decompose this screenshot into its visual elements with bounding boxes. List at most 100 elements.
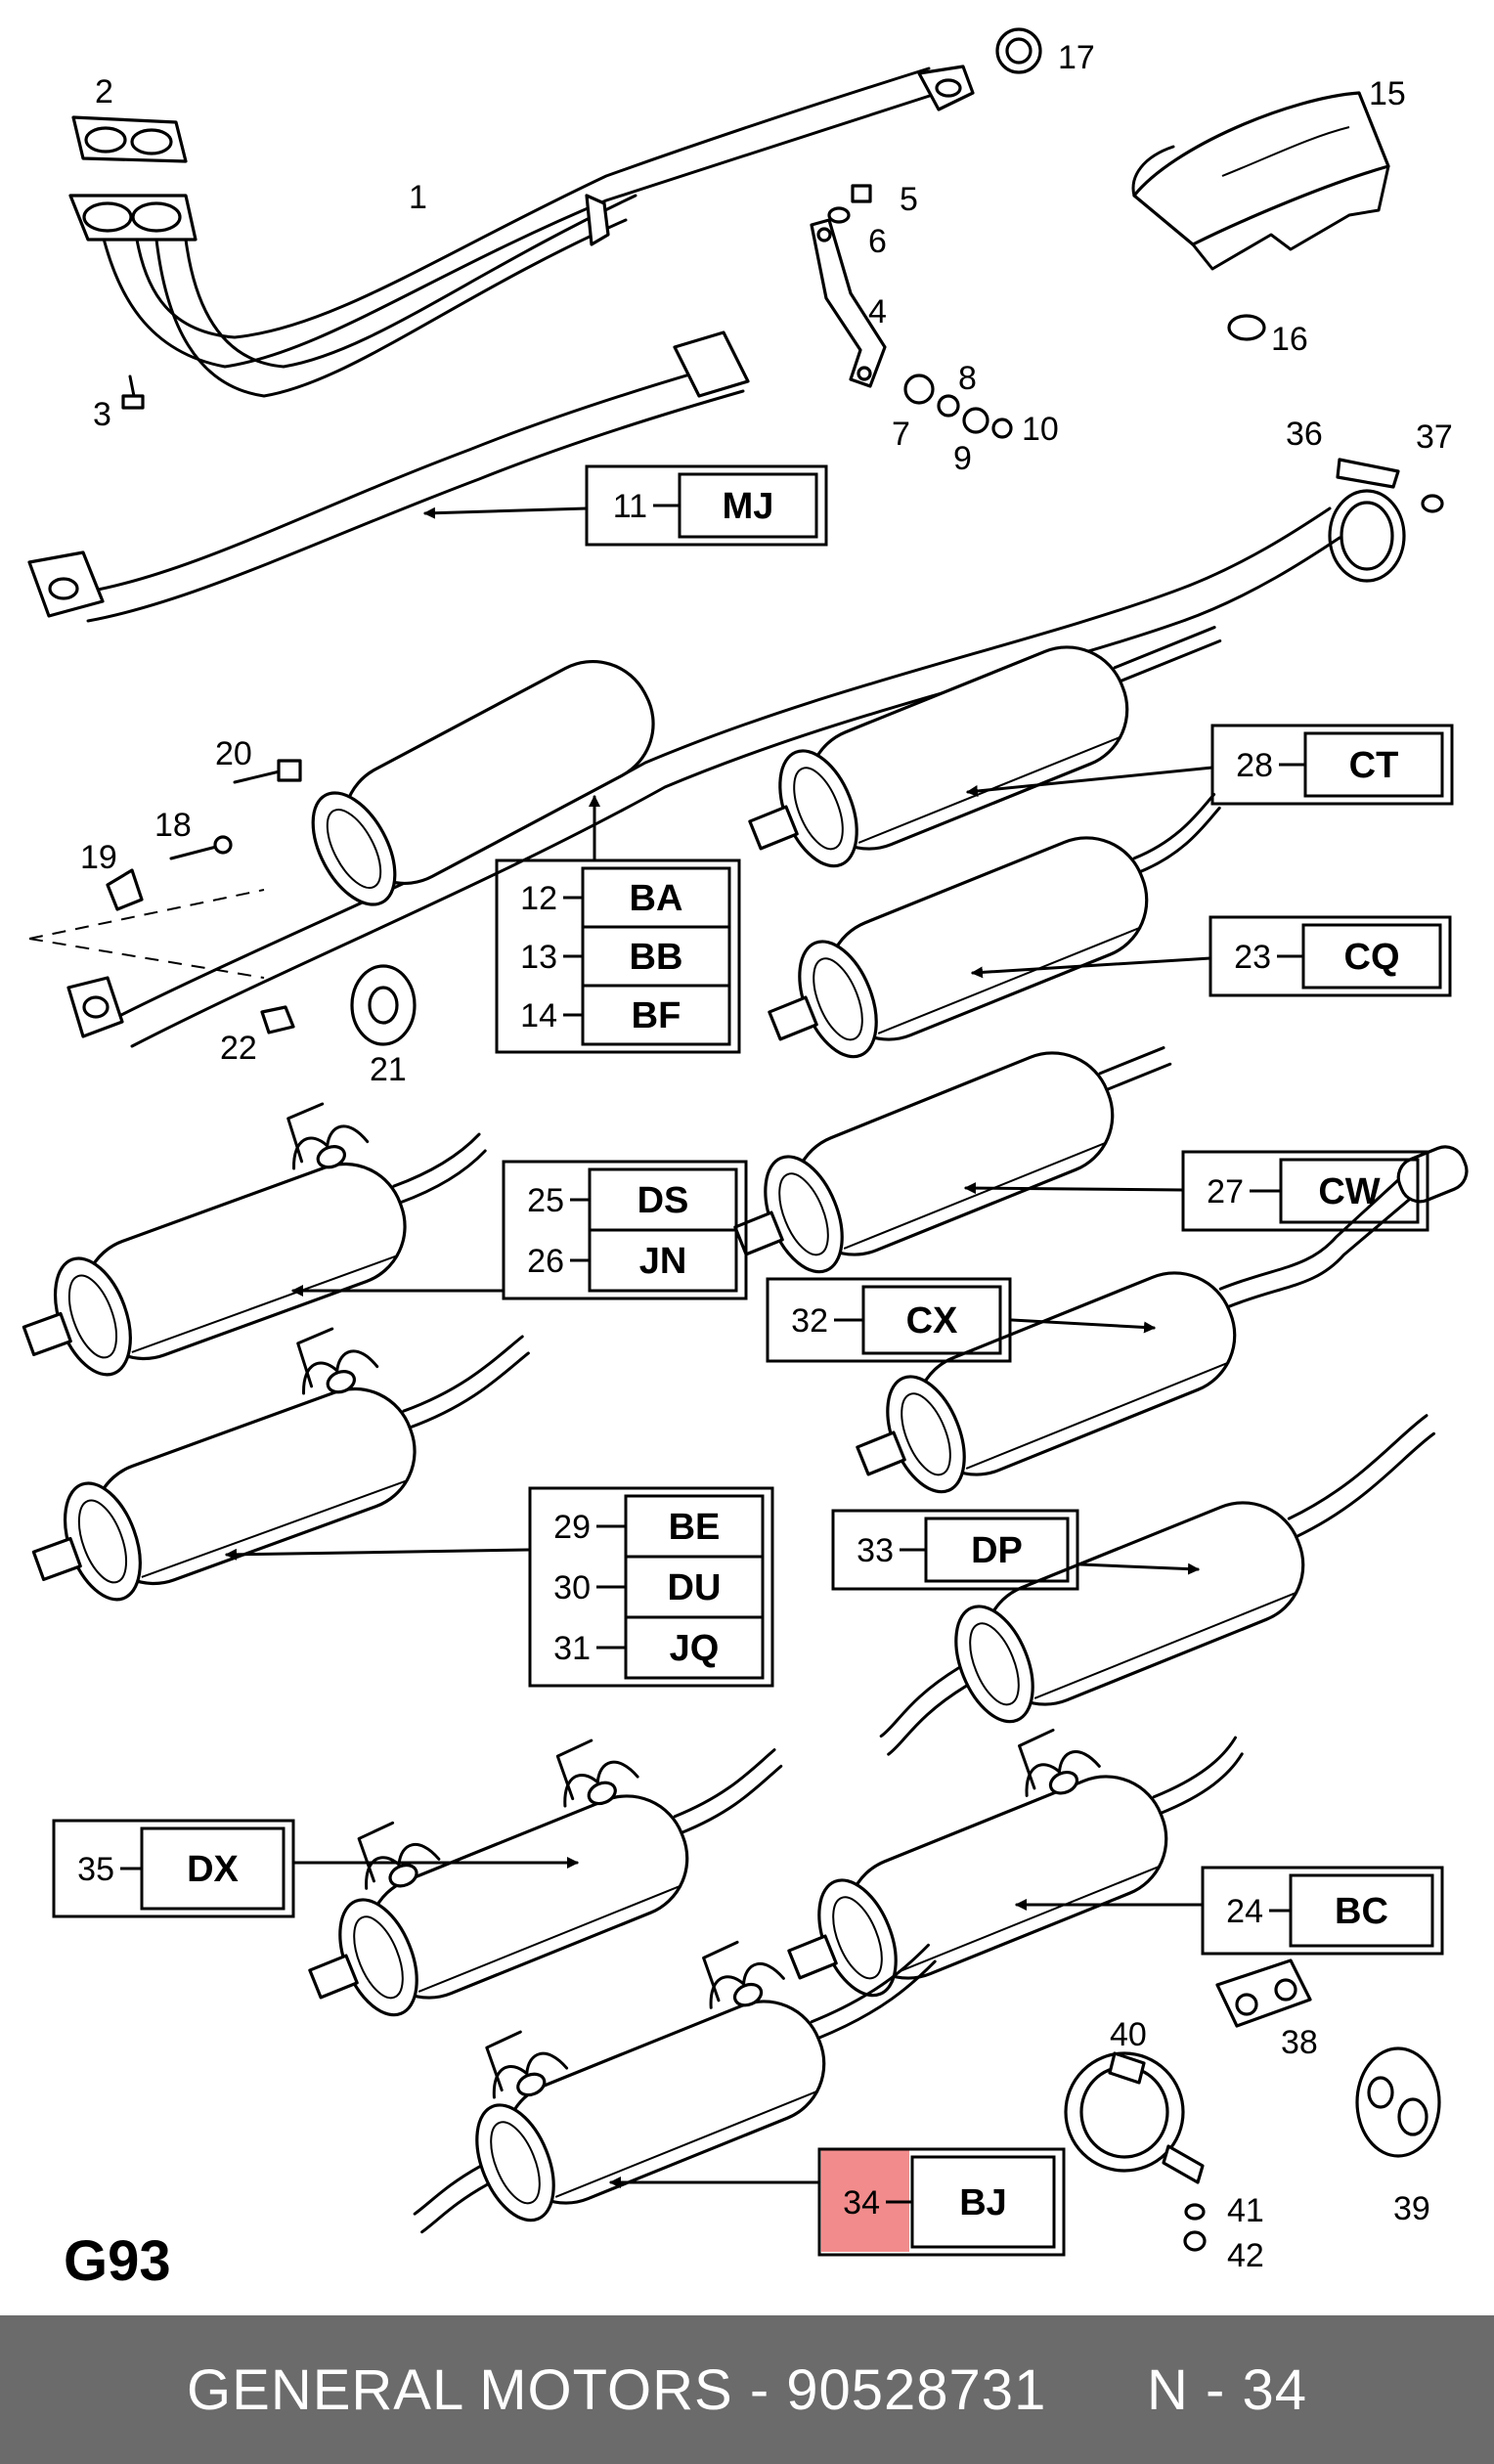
footer-bar: GENERAL MOTORS - 90528731 N - 34 bbox=[0, 2315, 1494, 2464]
callout-38: 38 bbox=[1281, 2024, 1318, 2061]
code-box bbox=[1208, 915, 1452, 997]
callout-15: 15 bbox=[1369, 75, 1406, 112]
part-ref-number: 26 bbox=[527, 1243, 564, 1280]
callout-21: 21 bbox=[370, 1051, 407, 1088]
pointer-arrows bbox=[225, 506, 1214, 2188]
part-code: BB bbox=[630, 937, 683, 978]
callout-5: 5 bbox=[900, 181, 918, 218]
intermediate-pipe-part bbox=[27, 330, 750, 623]
callout-9: 9 bbox=[953, 440, 972, 477]
silencer-32 bbox=[856, 1145, 1469, 1505]
part-code: BF bbox=[632, 995, 681, 1036]
page-id: G93 bbox=[64, 2229, 171, 2293]
bracket-part bbox=[810, 184, 1013, 439]
part-code: DS bbox=[637, 1180, 689, 1221]
center-muffler-part bbox=[28, 506, 1341, 1048]
callout-7: 7 bbox=[892, 416, 910, 453]
part-code: JN bbox=[639, 1241, 687, 1282]
bolt-part bbox=[121, 374, 145, 410]
part-code: JQ bbox=[670, 1628, 720, 1669]
silencer-25-26 bbox=[22, 1092, 487, 1386]
part-code: CQ bbox=[1344, 937, 1400, 978]
part-code: DP bbox=[971, 1530, 1023, 1571]
part-code: DU bbox=[668, 1567, 722, 1608]
exhaust-parts-diagram: 11MJ12BA13BB14BF28CT23CQ25DS26JN27CW32CX… bbox=[22, 27, 1469, 2293]
footer-brand: GENERAL MOTORS bbox=[187, 2357, 733, 2422]
part-ref-number: 12 bbox=[520, 880, 557, 917]
code-box bbox=[1181, 1150, 1429, 1232]
part-ref-number: 24 bbox=[1226, 1893, 1263, 1930]
part-ref-number: 29 bbox=[553, 1509, 591, 1546]
part-ref-number: 14 bbox=[520, 997, 557, 1034]
part-ref-number: 32 bbox=[791, 1302, 828, 1340]
clamp-part bbox=[1328, 458, 1444, 583]
silencer-28 bbox=[748, 626, 1222, 879]
part-code: MJ bbox=[723, 486, 774, 527]
hardware-parts bbox=[106, 759, 417, 1046]
sealing-ring-part bbox=[995, 27, 1042, 74]
code-box bbox=[1210, 724, 1454, 806]
callout-22: 22 bbox=[220, 1030, 257, 1067]
gasket-part bbox=[71, 115, 188, 163]
part-code: CW bbox=[1318, 1171, 1380, 1212]
footer-separator: - bbox=[749, 2357, 770, 2422]
silencer-33 bbox=[879, 1414, 1436, 1756]
part-code: BJ bbox=[959, 2182, 1007, 2223]
callout-numbers: 2 1 3 17 15 5 6 4 16 8 7 9 10 36 37 20 1… bbox=[80, 39, 1453, 2274]
silencer-34 bbox=[413, 1929, 937, 2234]
part-ref-number: 35 bbox=[77, 1851, 114, 1888]
code-box bbox=[528, 1486, 774, 1688]
callout-18: 18 bbox=[154, 807, 192, 844]
code-box bbox=[766, 1277, 1012, 1363]
part-code: CX bbox=[906, 1300, 958, 1342]
callout-42: 42 bbox=[1227, 2237, 1264, 2274]
part-code: DX bbox=[187, 1849, 239, 1890]
footer-ref: N - 34 bbox=[1147, 2357, 1307, 2422]
front-pipe-part bbox=[68, 65, 975, 398]
code-box bbox=[52, 1819, 295, 1918]
callout-41: 41 bbox=[1227, 2192, 1264, 2229]
part-ref-number: 27 bbox=[1207, 1173, 1244, 1210]
callout-39: 39 bbox=[1393, 2190, 1430, 2227]
callout-36: 36 bbox=[1286, 416, 1323, 453]
code-box bbox=[1201, 1866, 1444, 1956]
silencer-27 bbox=[733, 1034, 1172, 1285]
code-box bbox=[831, 1509, 1079, 1591]
callout-4: 4 bbox=[868, 293, 887, 330]
callout-40: 40 bbox=[1110, 2016, 1147, 2053]
part-ref-number: 23 bbox=[1234, 939, 1271, 976]
part-ref-number: 13 bbox=[520, 939, 557, 976]
part-code: CT bbox=[1349, 745, 1399, 786]
callout-16: 16 bbox=[1271, 321, 1308, 358]
part-ref-number: 34 bbox=[843, 2184, 880, 2222]
silencer-24 bbox=[787, 1717, 1244, 2008]
part-code: BC bbox=[1335, 1891, 1388, 1932]
callout-37: 37 bbox=[1416, 418, 1453, 456]
part-ref-number: 30 bbox=[553, 1569, 591, 1606]
part-ref-number: 28 bbox=[1236, 747, 1273, 784]
part-ref-number: 11 bbox=[613, 488, 647, 525]
callout-8: 8 bbox=[958, 360, 977, 397]
callout-1: 1 bbox=[409, 179, 427, 216]
part-code: BA bbox=[630, 878, 683, 919]
callout-10: 10 bbox=[1022, 411, 1059, 448]
nut-part bbox=[1227, 314, 1266, 341]
code-box bbox=[585, 464, 828, 547]
callout-2: 2 bbox=[95, 73, 113, 110]
part-code-boxes: 11 MJ 12 BA 13 BB 14 BF 28 CT 23 CQ 25 DS 26 JN 27 CW 32 CX… bbox=[52, 464, 1454, 2257]
part-ref-number: 31 bbox=[553, 1630, 591, 1667]
callout-17: 17 bbox=[1058, 39, 1095, 76]
rubber-mount-parts bbox=[1064, 1958, 1441, 2252]
part-ref-number: 33 bbox=[857, 1532, 894, 1569]
callout-6: 6 bbox=[868, 223, 887, 260]
silencer-29-31 bbox=[31, 1317, 530, 1611]
callout-19: 19 bbox=[80, 839, 117, 876]
part-ref-number: 25 bbox=[527, 1182, 564, 1219]
footer-part-number: 90528731 bbox=[786, 2357, 1047, 2422]
heat-shield-part bbox=[1131, 91, 1390, 271]
callout-3: 3 bbox=[93, 396, 111, 433]
code-box bbox=[502, 1160, 748, 1300]
callout-20: 20 bbox=[215, 735, 252, 772]
silencer-35 bbox=[308, 1728, 783, 2028]
silencer-23 bbox=[768, 792, 1221, 1070]
